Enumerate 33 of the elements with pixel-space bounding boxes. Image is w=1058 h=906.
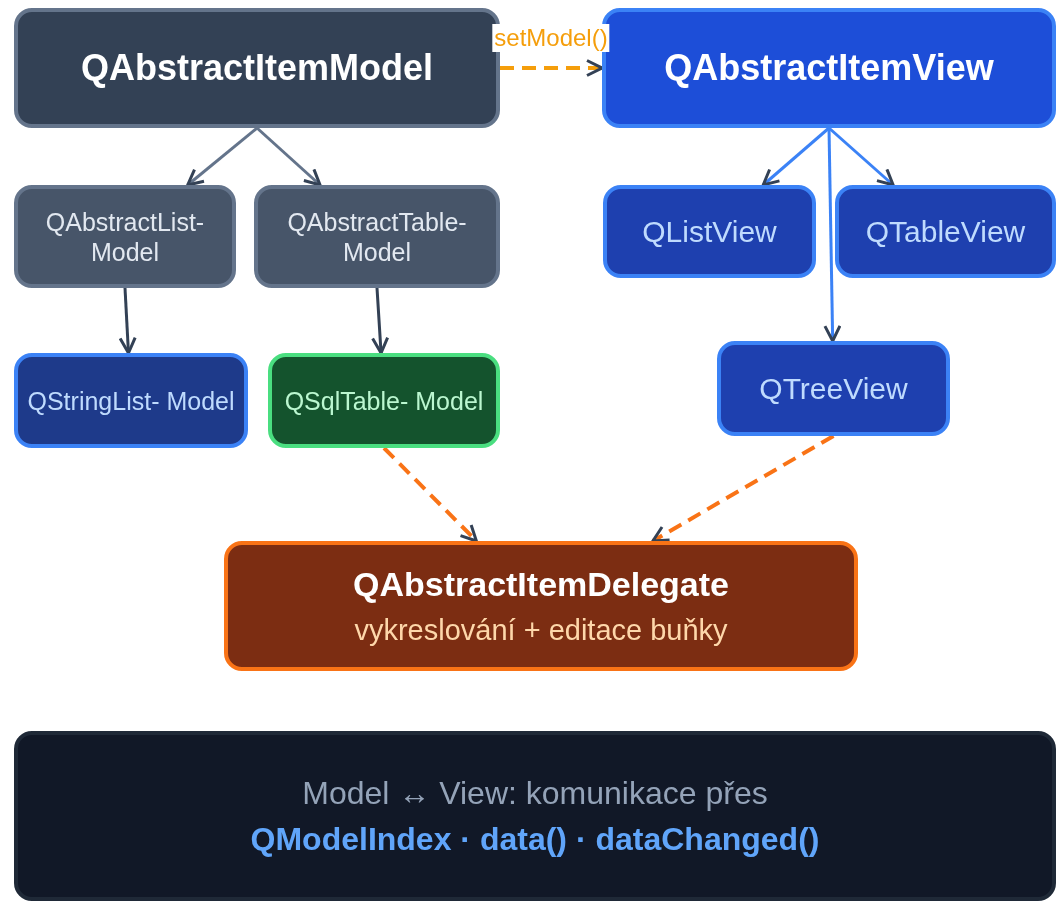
arrow: [761, 126, 830, 187]
dashed-arrow: [382, 446, 478, 543]
panel-highlight: QModelIndex · data() · dataChanged(): [250, 820, 820, 859]
node-subtitle: vykreslování + editace buňky: [354, 613, 728, 648]
arrow: [823, 127, 842, 343]
panel-text: Model ↔ View: komunikace přes: [302, 773, 768, 812]
class-name: QTreeView: [759, 370, 908, 407]
class-name: QAbstractList- Model: [44, 206, 206, 267]
dashed-arrow: [500, 59, 604, 77]
class-name: QTableView: [865, 213, 1026, 250]
class-name: QAbstractItemModel: [80, 46, 434, 90]
arrow: [371, 287, 390, 355]
class-box: [717, 341, 950, 436]
arrow: [256, 126, 322, 187]
edge-label: setModel(): [492, 24, 610, 52]
info-panel: [14, 731, 1056, 901]
class-name: QAbstractItemView: [664, 46, 994, 90]
class-box: [268, 353, 500, 448]
arrow: [828, 126, 895, 187]
class-name: QStringList- Model: [27, 385, 235, 416]
class-name: QAbstractItemDelegate: [353, 564, 729, 605]
arrow: [186, 126, 258, 187]
class-box: [14, 353, 248, 448]
class-name: QSqlTable- Model: [284, 385, 484, 416]
arrow: [118, 287, 137, 355]
class-box: [835, 185, 1056, 278]
class-name: QAbstractTable- Model: [286, 206, 468, 267]
delegate-box: [224, 541, 858, 671]
class-name: QListView: [642, 213, 777, 250]
class-box: [14, 185, 236, 288]
class-box: [254, 185, 500, 288]
dashed-arrow: [651, 434, 835, 543]
class-box: [603, 185, 816, 278]
